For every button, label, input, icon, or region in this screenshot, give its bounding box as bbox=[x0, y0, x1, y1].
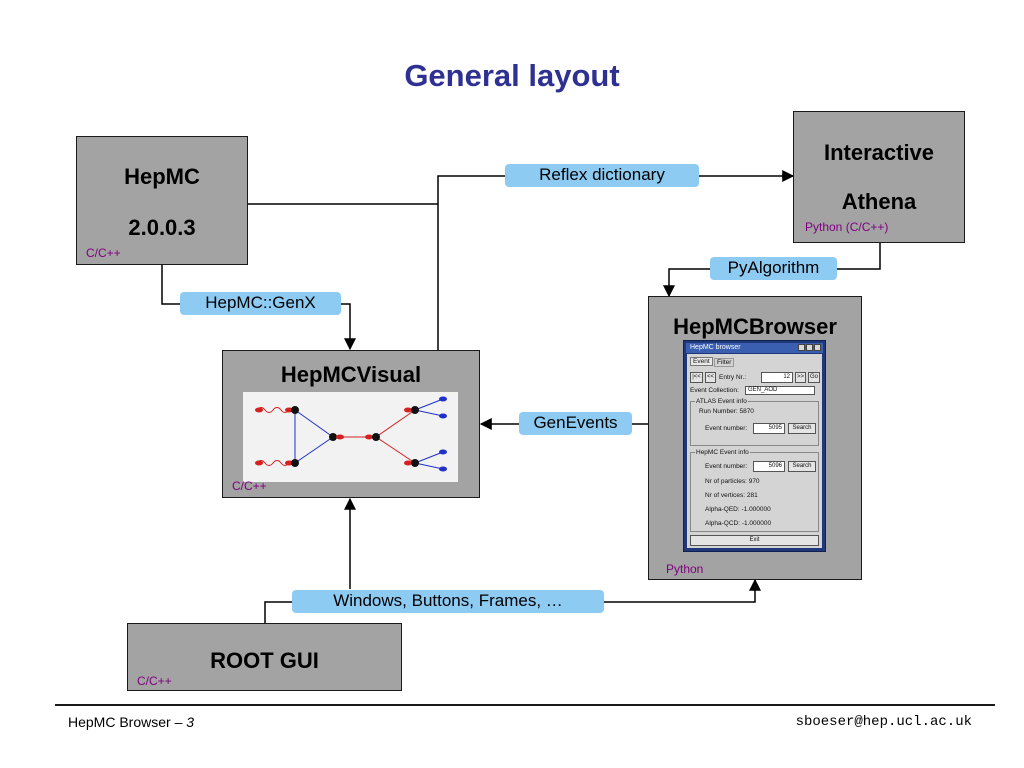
tab-event: Event bbox=[690, 357, 713, 366]
vertices-count: Nr of vertices: 281 bbox=[705, 492, 758, 499]
hepmc-version: 2.0.0.3 bbox=[128, 215, 196, 240]
collection-select: GEN_AOD bbox=[745, 386, 815, 395]
footer-email: sboeser@hep.ucl.ac.uk bbox=[795, 714, 972, 730]
alpha-qcd: Alpha-QCD: -1.000000 bbox=[705, 520, 772, 527]
mini-body: Event Filter |<< << Entry Nr.: 12 >> Go … bbox=[687, 354, 822, 548]
next-button: >> bbox=[795, 372, 806, 383]
exit-button: Exit bbox=[690, 535, 819, 546]
wire-genx-visual bbox=[341, 303, 356, 351]
collection-value: GEN_AOD bbox=[748, 387, 778, 393]
mini-titlebar: HepMC browser bbox=[686, 343, 823, 353]
hepmc-group bbox=[690, 452, 819, 532]
browser-window-screenshot: HepMC browser Event Filter |<< << Entry … bbox=[683, 340, 826, 552]
hepmcvisual-lang: C/C++ bbox=[232, 479, 267, 493]
hepmc-title: HepMC bbox=[124, 164, 200, 189]
tab-filter: Filter bbox=[714, 358, 735, 367]
footer-divider bbox=[55, 704, 995, 706]
wire-hepmc-genx bbox=[161, 265, 180, 305]
hepmc-box: HepMC 2.0.0.3 C/C++ bbox=[76, 136, 248, 265]
hepmcvisual-title: HepMCVisual bbox=[280, 362, 422, 387]
wire-rootgui-widgets bbox=[264, 601, 292, 623]
genx-label: HepMC::GenX bbox=[180, 292, 341, 315]
prev-button: << bbox=[705, 372, 716, 383]
mini-title: HepMC browser bbox=[690, 344, 741, 351]
entry-label: Entry Nr.: bbox=[719, 374, 747, 381]
athena-title-line1: Interactive bbox=[823, 140, 935, 165]
event-display-image bbox=[243, 392, 458, 482]
genevents-label: GenEvents bbox=[519, 412, 632, 435]
hepmc-group-label: HepMC Event info bbox=[695, 449, 750, 456]
atlas-event-label: Event number: bbox=[705, 425, 748, 432]
atlas-group-label: ATLAS Event info bbox=[695, 398, 748, 405]
maximize-icon bbox=[806, 344, 813, 351]
atlas-group bbox=[690, 401, 819, 446]
page-number: 3 bbox=[186, 714, 195, 730]
footer-title: HepMC Browser – bbox=[68, 714, 187, 730]
collection-label: Event Collection: bbox=[690, 387, 739, 394]
alpha-qed: Alpha-QED: -1.000000 bbox=[705, 506, 771, 513]
atlas-search-button: Search bbox=[788, 423, 816, 434]
hepmc-lang: C/C++ bbox=[86, 246, 121, 260]
minimize-icon bbox=[798, 344, 805, 351]
wire-athena-pyalg bbox=[837, 243, 881, 270]
hepmc-search-button: Search bbox=[788, 461, 816, 472]
footer-left: HepMC Browser – 3 bbox=[68, 714, 194, 730]
rootgui-title: ROOT GUI bbox=[210, 648, 319, 673]
slide-title: General layout bbox=[404, 58, 620, 93]
hepmcbrowser-lang: Python bbox=[666, 562, 704, 576]
pyalgorithm-label: PyAlgorithm bbox=[710, 257, 837, 280]
athena-lang: Python (C/C++) bbox=[805, 220, 889, 234]
atlas-event-field: 5095 bbox=[753, 423, 785, 434]
wire-visual-reflex bbox=[437, 175, 505, 350]
hepmcvisual-box: HepMCVisual bbox=[222, 350, 480, 498]
event-graph bbox=[255, 396, 447, 472]
close-icon bbox=[814, 344, 821, 351]
wire-pyalg-browser bbox=[663, 268, 710, 298]
go-button: Go bbox=[808, 372, 820, 383]
athena-title-line2: Athena bbox=[841, 189, 917, 214]
reflex-dictionary-label: Reflex dictionary bbox=[505, 164, 699, 187]
athena-box: Interactive Athena Python (C/C++) bbox=[793, 111, 965, 243]
entry-field: 12 bbox=[761, 372, 793, 383]
hepmcbrowser-title: HepMCBrowser bbox=[673, 314, 837, 339]
rootgui-box: ROOT GUI C/C++ bbox=[127, 623, 402, 691]
particles-count: Nr of particles: 970 bbox=[705, 478, 760, 485]
run-number: Run Number: 5870 bbox=[699, 408, 754, 415]
hepmc-event-label: Event number: bbox=[705, 463, 748, 470]
rootgui-lang: C/C++ bbox=[137, 674, 172, 688]
widgets-label: Windows, Buttons, Frames, … bbox=[292, 590, 604, 613]
wire-widgets-browser bbox=[604, 578, 761, 603]
hepmc-event-field: 5096 bbox=[753, 461, 785, 472]
first-button: |<< bbox=[690, 372, 703, 383]
